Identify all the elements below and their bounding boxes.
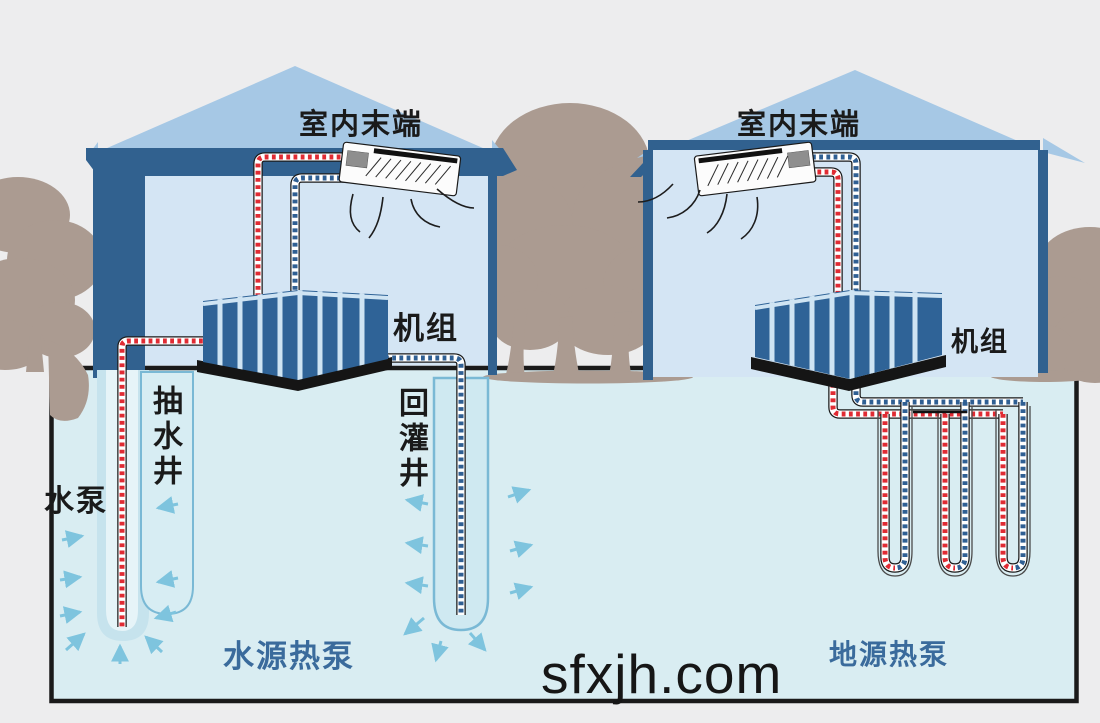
cassette-hatch-right bbox=[707, 155, 789, 187]
indoor-terminal-label-right: 室内末端 bbox=[737, 109, 862, 141]
water-pump-label: 水泵 bbox=[44, 485, 108, 518]
watermark: sfxjh.com bbox=[541, 643, 783, 705]
water-flow-arrows-recharge-well bbox=[403, 486, 534, 663]
roof-right bbox=[660, 70, 1043, 152]
unit-label-left: 机组 bbox=[393, 311, 459, 346]
wall-right-right bbox=[1038, 150, 1048, 373]
ceiling-cassette-left bbox=[338, 141, 462, 197]
roof-left bbox=[98, 66, 492, 152]
ground-loops bbox=[877, 402, 1031, 577]
recharge-well-label: 回灌井 bbox=[394, 387, 427, 492]
airflow-lines-left bbox=[349, 188, 475, 239]
heat-pump-unit-left bbox=[197, 290, 392, 391]
indoor-terminal-label-left: 室内末端 bbox=[299, 109, 424, 141]
wall-left-right bbox=[488, 148, 497, 375]
heat-pump-unit-right bbox=[751, 290, 946, 391]
pumping-well-label: 抽水井 bbox=[148, 385, 181, 490]
ceiling-cassette-right bbox=[693, 141, 817, 197]
airflow-lines-right bbox=[637, 183, 759, 240]
water-source-system-label: 水源热泵 bbox=[223, 639, 355, 674]
tree-silhouette-left bbox=[0, 177, 103, 421]
ground-source-system-label: 地源热泵 bbox=[829, 639, 950, 670]
cassette-hatch-left bbox=[365, 157, 451, 185]
water-flow-arrows-pumping-well bbox=[59, 496, 179, 664]
vent-grille-right bbox=[787, 150, 811, 169]
ceiling-band-right bbox=[648, 140, 1040, 151]
unit-label-right: 机组 bbox=[951, 327, 1009, 357]
wall-right-left bbox=[643, 150, 653, 380]
vent-grille-left bbox=[345, 150, 369, 169]
